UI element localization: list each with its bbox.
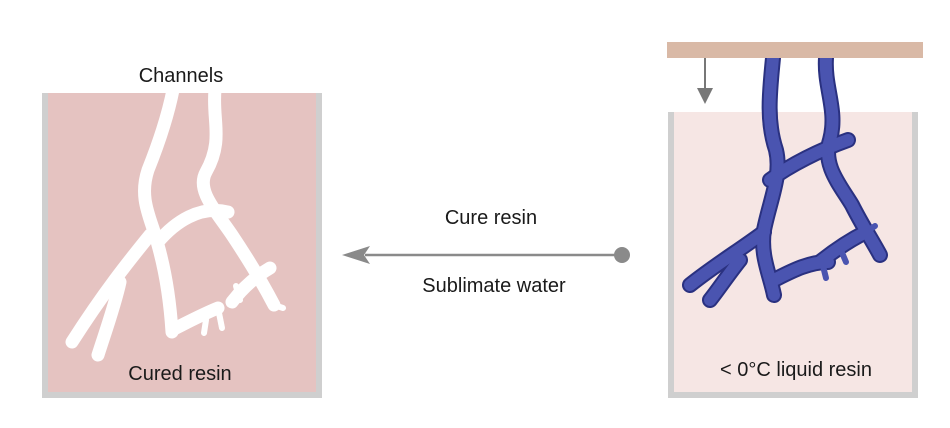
channels-label: Channels bbox=[139, 65, 224, 87]
vessel-nub-1 bbox=[819, 259, 829, 281]
arrow-head bbox=[342, 246, 370, 264]
right-wall-left bbox=[668, 112, 674, 396]
vessel-branch-left bbox=[684, 226, 770, 291]
arrow-tail-dot bbox=[614, 247, 630, 263]
vessel-branch-right bbox=[814, 226, 872, 268]
cured-resin-label: Cured resin bbox=[128, 363, 231, 385]
cure-resin-label: Cure resin bbox=[445, 207, 537, 229]
top-plate bbox=[667, 42, 923, 58]
channel-nubs bbox=[201, 265, 286, 336]
left-wall-right bbox=[316, 93, 322, 396]
channel-nub-1 bbox=[201, 317, 209, 336]
vessel-main-left bbox=[757, 52, 784, 301]
down-arrow-head bbox=[697, 88, 713, 104]
frozen-vessel-network bbox=[684, 52, 886, 306]
left-wall-bottom bbox=[42, 392, 322, 398]
vessel-branch-left-2 bbox=[704, 254, 746, 306]
right-wall-bottom bbox=[668, 392, 918, 398]
channel-main-left bbox=[138, 83, 180, 339]
channel-nub-5 bbox=[271, 302, 286, 311]
liquid-resin-label: < 0°C liquid resin bbox=[720, 359, 872, 381]
channel-branch-mid bbox=[165, 301, 225, 337]
vessel-nub-3 bbox=[863, 223, 878, 235]
process-arrow: Cure resin Sublimate water bbox=[342, 207, 630, 297]
sublimate-water-label: Sublimate water bbox=[422, 275, 566, 297]
channel-nub-2 bbox=[215, 305, 225, 331]
left-wall-left bbox=[42, 93, 48, 396]
channel-nub-3 bbox=[233, 283, 243, 303]
left-resin-fill bbox=[47, 93, 317, 394]
channel-branch-left-2 bbox=[91, 275, 127, 362]
right-container: < 0°C liquid resin bbox=[667, 42, 923, 398]
vessel-cross bbox=[764, 134, 854, 186]
vessel-nub-2 bbox=[837, 245, 849, 265]
channel-nub-4 bbox=[255, 265, 271, 275]
right-wall-right bbox=[912, 112, 918, 396]
vessel-nubs bbox=[819, 223, 878, 281]
channel-cross bbox=[151, 204, 235, 249]
left-container: Channels Cured resin bbox=[42, 65, 322, 398]
